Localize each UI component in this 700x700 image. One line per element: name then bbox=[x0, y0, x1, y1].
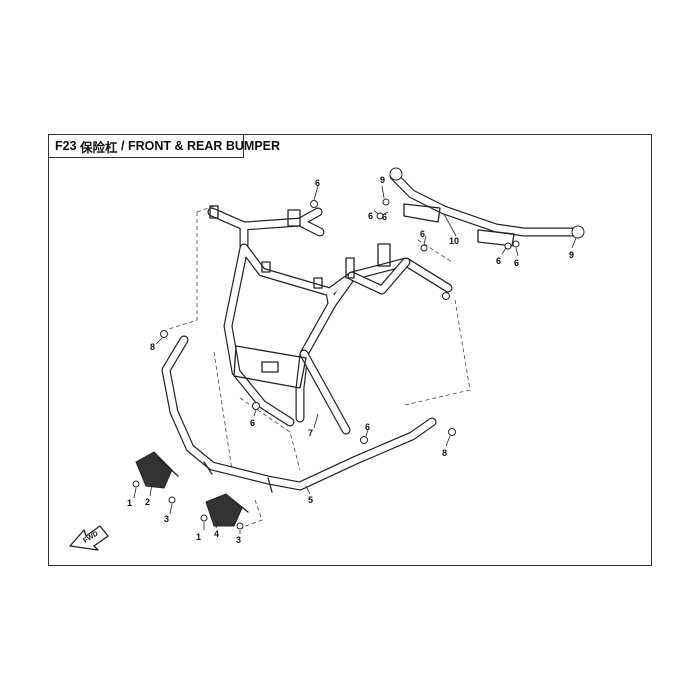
brackets bbox=[135, 451, 249, 527]
forward-arrow-icon: FWD bbox=[69, 525, 109, 551]
callout-6a: 6 bbox=[315, 178, 320, 188]
callout-6e: 6 bbox=[496, 256, 501, 266]
callout-numbers: 1 2 3 1 4 3 5 6 6 6 6 6 6 6 6 7 8 8 9 9 … bbox=[127, 175, 574, 545]
callout-6g: 6 bbox=[250, 418, 255, 428]
title-chinese: 保险杠 bbox=[80, 140, 118, 155]
title-code: F23 bbox=[55, 139, 77, 153]
callout-2: 2 bbox=[145, 497, 150, 507]
callout-6d: 6 bbox=[420, 229, 425, 239]
diagram-frame bbox=[48, 134, 652, 566]
callout-7: 7 bbox=[308, 428, 313, 438]
callout-8b: 8 bbox=[442, 448, 447, 458]
callout-6b: 6 bbox=[368, 211, 373, 221]
callout-4: 4 bbox=[214, 529, 219, 539]
rear-bumper-bar bbox=[389, 167, 585, 247]
callout-6h: 6 bbox=[365, 422, 370, 432]
callout-6c: 6 bbox=[382, 212, 387, 222]
diagram-title: F23 保险杠 / FRONT & REAR BUMPER bbox=[48, 134, 280, 158]
callout-5: 5 bbox=[308, 495, 313, 505]
callout-1b: 1 bbox=[196, 532, 201, 542]
callout-3b: 3 bbox=[236, 535, 241, 545]
callout-9b: 9 bbox=[569, 250, 574, 260]
callout-8a: 8 bbox=[150, 342, 155, 352]
title-english: FRONT & REAR BUMPER bbox=[127, 139, 281, 153]
leader-lines bbox=[133, 185, 577, 534]
front-bumper-frame bbox=[207, 205, 453, 435]
callout-1a: 1 bbox=[127, 498, 132, 508]
callout-9a: 9 bbox=[380, 175, 385, 185]
callout-10: 10 bbox=[449, 236, 459, 246]
callout-6f: 6 bbox=[514, 258, 519, 268]
callout-3a: 3 bbox=[164, 514, 169, 524]
front-bumper-tube bbox=[161, 335, 437, 493]
fasteners bbox=[132, 198, 520, 530]
